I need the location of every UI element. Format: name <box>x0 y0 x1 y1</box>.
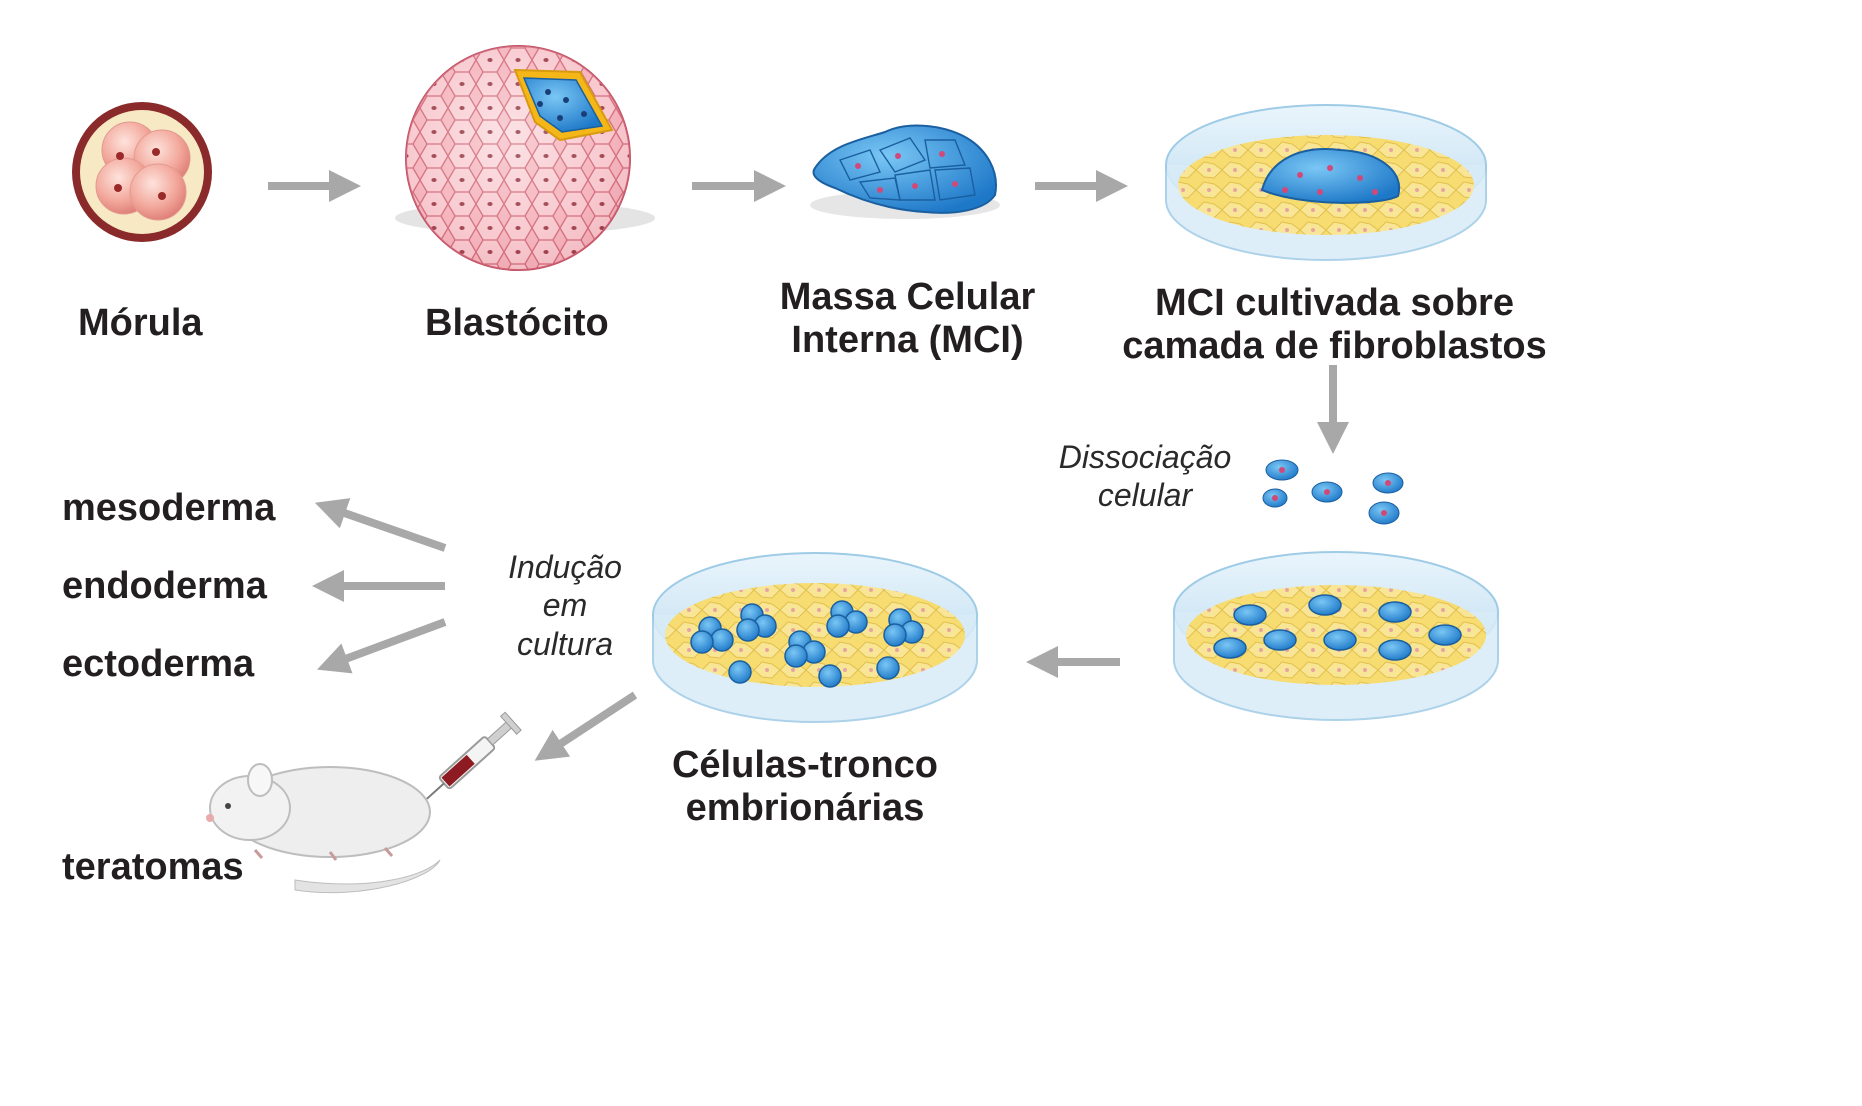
label-icm-culture: MCI cultivada sobre camada de fibroblast… <box>1112 282 1557 367</box>
icm-culture-dish <box>1165 104 1487 261</box>
label-icm-line-2: Interna (MCI) <box>791 318 1024 361</box>
arrow-to-mesoderm <box>314 498 447 552</box>
note-induction: Indução em cultura <box>495 548 635 663</box>
replated-dish <box>1173 551 1499 721</box>
label-endoderm: endoderma <box>62 565 267 607</box>
label-icm-culture-line-2: camada de fibroblastos <box>1122 324 1547 367</box>
syringe-illustration <box>426 711 522 800</box>
label-teratomas: teratomas <box>62 846 244 888</box>
note-induction-line-1: Indução <box>508 549 622 585</box>
note-dissociation-line-1: Dissociação <box>1058 439 1232 475</box>
note-dissociation-line-2: celular <box>1097 477 1193 514</box>
blastocyst-illustration <box>395 45 655 271</box>
note-induction-line-3: cultura <box>516 625 614 662</box>
icm-cluster-illustration <box>810 124 1000 219</box>
note-induction-line-2: em <box>542 587 588 624</box>
label-icm-line-1: Massa Celular <box>779 276 1036 318</box>
label-mesoderm: mesoderma <box>62 487 276 529</box>
note-dissociation: Dissociação celular <box>1040 438 1250 515</box>
label-morula: Mórula <box>78 302 203 344</box>
stem-cell-dish <box>652 552 978 723</box>
label-icm: Massa Celular Interna (MCI) <box>770 276 1045 361</box>
arrow-to-ectoderm <box>317 618 447 674</box>
label-ectoderm: ectoderma <box>62 643 255 685</box>
dissociated-cells <box>1262 459 1404 525</box>
morula-illustration <box>72 102 212 242</box>
label-icm-culture-line-1: MCI cultivada sobre <box>1155 282 1514 324</box>
arrows <box>268 170 1349 761</box>
label-stem-cells-line-2: embrionárias <box>685 786 925 829</box>
label-stem-cells-line-1: Células-tronco <box>671 744 939 786</box>
label-blastocyst: Blastócito <box>425 302 609 344</box>
label-stem-cells: Células-tronco embrionárias <box>655 744 955 829</box>
arrow-to-teratomas <box>534 691 638 761</box>
mouse-illustration <box>206 763 441 894</box>
